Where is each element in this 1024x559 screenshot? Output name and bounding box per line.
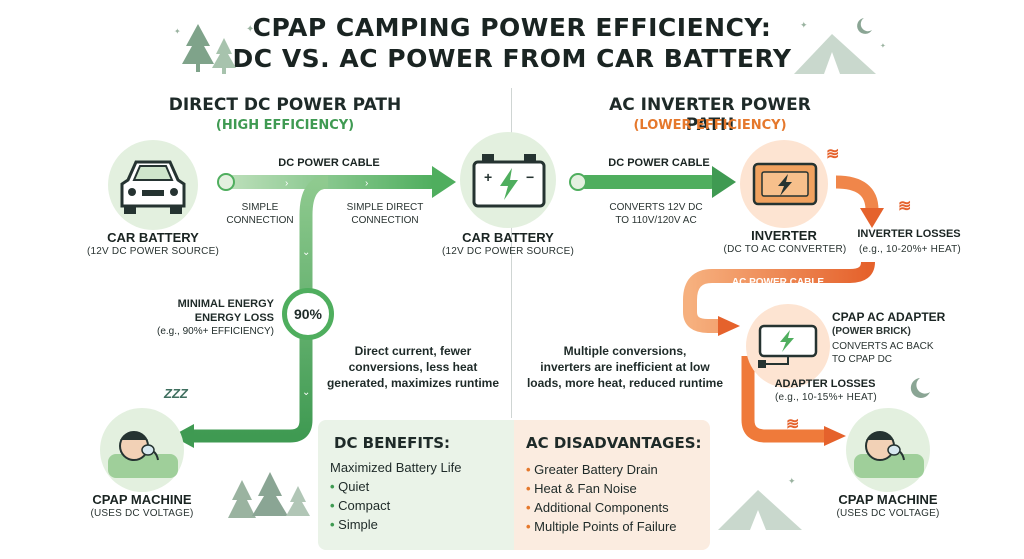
dc-benefits-list: Maximized Battery Life Quiet Compact Sim… [330, 458, 510, 534]
ac-disadvantages-title: AC DISADVANTAGES: [526, 434, 702, 452]
svg-text:›: › [365, 178, 368, 189]
converts-label: CONVERTS 12V DC TO 110V/120V AC [609, 202, 703, 226]
efficiency-note: (e.g., 90%+ EFFICIENCY) [157, 326, 274, 337]
adapter-sub: (POWER BRICK) [832, 326, 911, 337]
center-battery-sub: (12V DC POWER SOURCE) [442, 246, 574, 257]
center-battery-label: CAR BATTERY [462, 230, 554, 245]
ac-description: Multiple conversions, inverters are inef… [526, 344, 724, 390]
ac-path-subheader: (LOWER EFFICIENCY) [633, 118, 787, 133]
svg-text:✦: ✦ [246, 24, 254, 35]
dc-benefit-item: Quiet [330, 477, 510, 496]
dc-benefit-item: Maximized Battery Life [330, 460, 462, 475]
battery-icon: + − [472, 154, 546, 208]
simple-connection-label: SIMPLE CONNECTION [226, 202, 294, 226]
svg-text:›: › [285, 178, 288, 189]
simple-direct-label: SIMPLE DIRECT CONNECTION [346, 202, 424, 226]
svg-text:✦: ✦ [788, 476, 796, 486]
page-title-line1: CPAP CAMPING POWER EFFICIENCY: [252, 13, 772, 42]
svg-text:+: + [484, 169, 492, 185]
heat-icon-1: ≋ [826, 146, 840, 163]
svg-text:✦: ✦ [174, 27, 181, 36]
ac-cable-label: AC POWER CABLE [731, 277, 825, 288]
ac-disadvantage-item: Additional Components [526, 498, 710, 517]
adapter-desc: CONVERTS AC BACK TO CPAP DC [832, 341, 934, 365]
inverter-sub: (DC TO AC CONVERTER) [723, 244, 847, 255]
svg-text:✦: ✦ [800, 20, 808, 30]
moon-icon [910, 378, 930, 398]
svg-text:⌄: ⌄ [302, 387, 310, 398]
left-cpap-label: CPAP MACHINE [92, 492, 192, 507]
heat-icon-3: ≋ [786, 416, 800, 433]
minimal-energy-label: MINIMAL ENERGY [177, 298, 274, 310]
bottom-tent-icon: ✦ [718, 476, 802, 530]
car-icon [120, 160, 186, 214]
left-car-battery-sub: (12V DC POWER SOURCE) [87, 246, 219, 257]
right-cpap-label: CPAP MACHINE [838, 492, 938, 507]
ac-path-header: AC INVERTER POWER PATH [609, 95, 811, 135]
tent-icon: ✦ ✦ [794, 18, 886, 74]
page-title-line2: DC VS. AC POWER FROM CAR BATTERY [232, 44, 792, 73]
dc-benefits-title: DC BENEFITS: [334, 434, 451, 452]
ac-disadvantage-item: Multiple Points of Failure [526, 517, 710, 536]
left-cpap-sub: (USES DC VOLTAGE) [90, 508, 194, 519]
left-cable-label: DC POWER CABLE [278, 157, 380, 169]
ac-disadvantages-list: Greater Battery Drain Heat & Fan Noise A… [526, 460, 710, 536]
left-car-battery-label: CAR BATTERY [107, 230, 199, 245]
inverter-label: INVERTER [751, 228, 817, 243]
svg-text:−: − [526, 169, 534, 185]
ac-disadvantage-item: Heat & Fan Noise [526, 479, 710, 498]
svg-text:✦: ✦ [880, 42, 886, 50]
right-cable-label: DC POWER CABLE [608, 157, 710, 169]
inverter-losses-label: INVERTER LOSSES [857, 228, 961, 240]
dc-path-subheader: (HIGH EFFICIENCY) [215, 118, 355, 133]
efficiency-gauge: 90% [282, 288, 334, 340]
power-brick-icon [758, 324, 818, 368]
svg-text:⌄: ⌄ [302, 247, 310, 258]
right-cpap-sub: (USES DC VOLTAGE) [836, 508, 940, 519]
energy-loss-label: ENERGY LOSS [194, 312, 274, 324]
dc-benefit-item: Compact [330, 496, 510, 515]
adapter-losses-sub: (e.g., 10-15%+ HEAT) [775, 392, 877, 403]
adapter-losses-label: ADAPTER LOSSES [774, 378, 876, 390]
bottom-trees-icon [228, 472, 310, 518]
inverter-icon [752, 162, 818, 206]
pine-trees-icon: ✦ ✦ [174, 24, 254, 74]
snore-text: ZZZ [164, 386, 188, 401]
heat-icon-2: ≋ [898, 198, 912, 215]
cpap-person-icon [854, 431, 924, 478]
dc-description: Direct current, fewer conversions, less … [326, 344, 500, 390]
center-divider [511, 88, 512, 418]
inverter-losses-sub: (e.g., 10-20%+ HEAT) [859, 244, 961, 255]
sleeping-person-icon [108, 431, 178, 478]
dc-path-header: DIRECT DC POWER PATH [168, 95, 402, 115]
adapter-label: CPAP AC ADAPTER [832, 310, 946, 324]
ac-disadvantage-item: Greater Battery Drain [526, 460, 710, 479]
dc-benefit-item: Simple [330, 515, 510, 534]
